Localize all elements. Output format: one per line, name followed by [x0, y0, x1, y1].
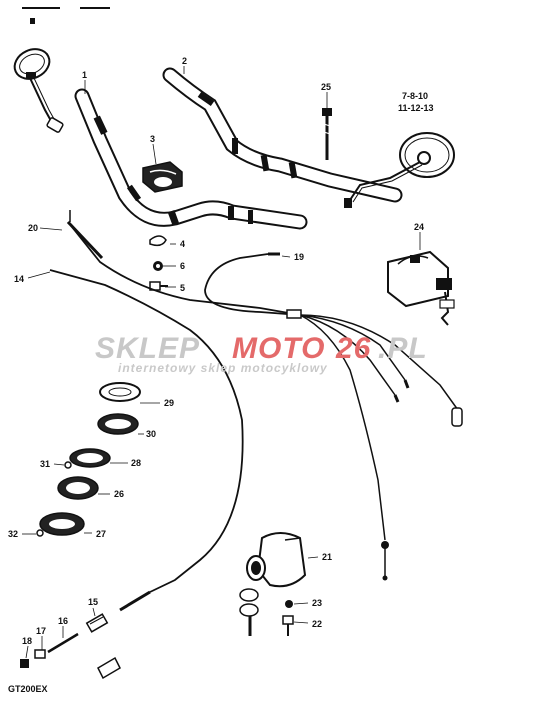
- callout-29: 29: [164, 398, 174, 408]
- watermark-tagline: internetowy sklep motocyklowy: [118, 361, 328, 375]
- model-code: GT200EX: [8, 684, 48, 694]
- callout-19: 19: [294, 252, 304, 262]
- callout-1: 1: [82, 70, 87, 80]
- adjuster-drawing: [20, 613, 121, 680]
- callout-32: 32: [8, 529, 18, 539]
- callout-17: 17: [36, 626, 46, 636]
- callout-23: 23: [312, 598, 322, 608]
- callout-3: 3: [150, 134, 155, 144]
- corner-mark: [30, 18, 35, 24]
- callout-24: 24: [414, 222, 424, 232]
- callout-31: 31: [40, 459, 50, 469]
- cables-drawing: [49, 210, 463, 612]
- callout-25: 25: [321, 82, 331, 92]
- callout-18: 18: [22, 636, 32, 646]
- callout-20: 20: [28, 223, 38, 233]
- watermark: SKLEP MOTO 26 .PL internetowy sklep moto…: [95, 332, 428, 375]
- lock-24-drawing: [387, 250, 455, 326]
- callout-16: 16: [58, 616, 68, 626]
- callout-22: 22: [312, 619, 322, 629]
- leader-lines: [22, 66, 421, 659]
- callout-26: 26: [114, 489, 124, 499]
- callout-11-12-13: 11-12-13: [398, 103, 434, 113]
- callout-4: 4: [180, 239, 185, 249]
- rings-drawing: [36, 382, 141, 537]
- left-mirror-drawing: [13, 48, 64, 133]
- watermark-brand-c: 26: [335, 332, 371, 365]
- callout-27: 27: [96, 529, 106, 539]
- watermark-brand-a: SKLEP: [95, 332, 200, 365]
- clamp-3-drawing: [142, 161, 183, 193]
- watermark-brand-b: MOTO: [232, 332, 325, 365]
- ignition-switch-21-drawing: [239, 532, 307, 636]
- callout-5: 5: [180, 283, 185, 293]
- part-4-6-5-drawing: [149, 235, 168, 291]
- handlebar-1-drawing: [74, 88, 308, 230]
- callout-14: 14: [14, 274, 24, 284]
- right-mirror-drawing: [344, 132, 455, 208]
- callout-30: 30: [146, 429, 156, 439]
- callout-6: 6: [180, 261, 185, 271]
- handlebar-2-drawing: [162, 67, 403, 203]
- callout-7-8-10: 7-8-10: [402, 91, 428, 101]
- callout-15: 15: [88, 597, 98, 607]
- bolt-25-drawing: [322, 108, 332, 160]
- callout-labels: 1 2 3 4 5 6 7-8-10 11-12-13 14 15 16 17 …: [8, 56, 434, 646]
- callout-21: 21: [322, 552, 332, 562]
- callout-2: 2: [182, 56, 187, 66]
- watermark-brand-d: .PL: [378, 332, 428, 365]
- callout-28: 28: [131, 458, 141, 468]
